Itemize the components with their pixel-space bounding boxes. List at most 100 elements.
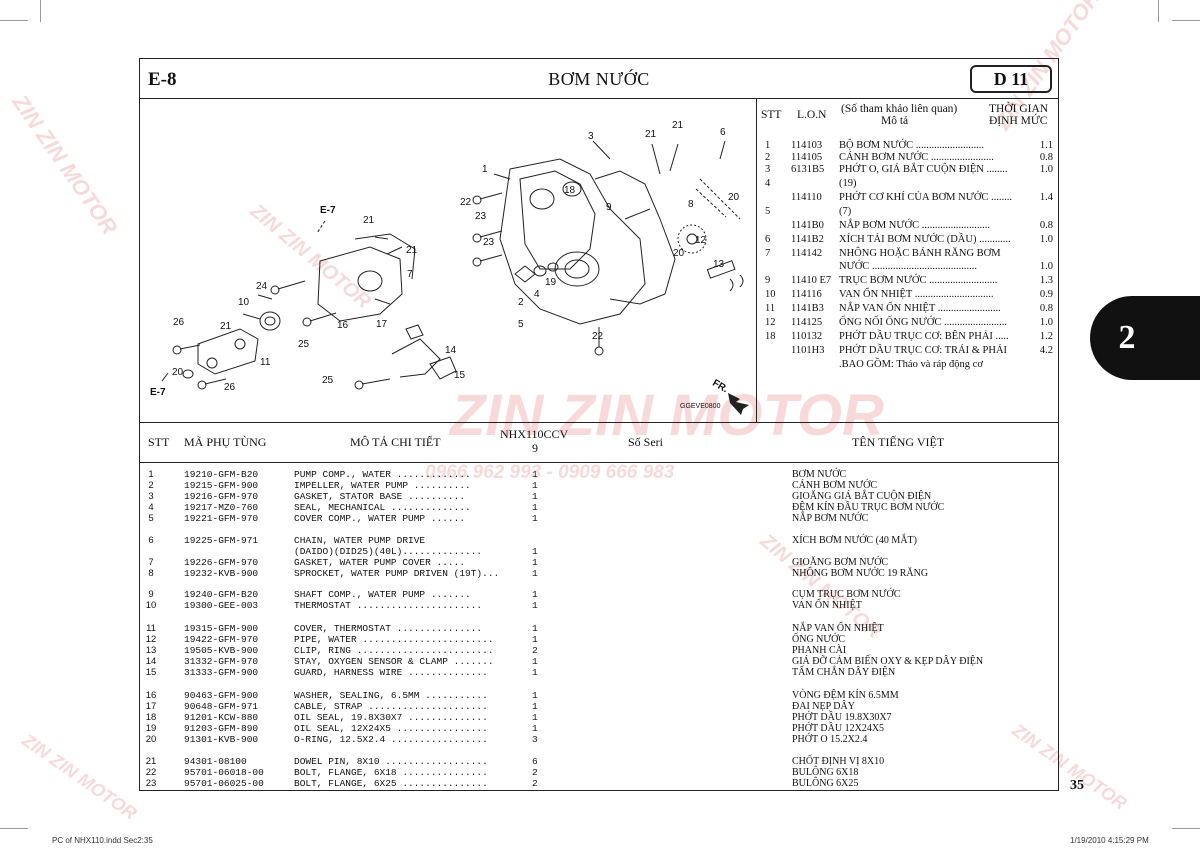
callout-label: 21 (406, 245, 418, 256)
ref-time: 0.8 (1039, 303, 1053, 314)
ref-lon: 114116 (791, 289, 822, 300)
cell-part-number: 19217-MZ0-760 (184, 502, 259, 513)
cell-quantity: 1 (532, 600, 538, 611)
cell-stt: 7 (148, 557, 154, 568)
cell-vietnamese-name: VÒNG ĐỆM KÍN 6.5MM (792, 690, 899, 701)
cell-quantity: 1 (532, 667, 538, 678)
ref-time: 0.8 (1039, 152, 1053, 163)
callout-label: 17 (376, 319, 388, 330)
cell-description: BOLT, FLANGE, 6X25 ............... (294, 778, 488, 789)
cell-quantity: 1 (532, 480, 538, 491)
ref-stt: 1 (765, 140, 771, 151)
cell-quantity: 6 (532, 756, 538, 767)
cell-vietnamese-name: NẮP BƠM NƯỚC (792, 513, 869, 524)
ref-time: 0.9 (1039, 289, 1053, 300)
cell-stt: 22 (145, 767, 157, 778)
cell-stt: 6 (148, 535, 154, 546)
cell-stt: 5 (148, 513, 154, 524)
col-header-model-sub: 9 (532, 441, 538, 455)
cell-stt: 18 (145, 712, 157, 723)
group-badge: D 11 (970, 65, 1052, 93)
cell-stt: 4 (148, 502, 154, 513)
cell-description: IMPELLER, WATER PUMP .......... (294, 480, 471, 491)
cell-stt: 16 (145, 690, 157, 701)
cell-description: COVER, THERMOSTAT ............... (294, 623, 483, 634)
cell-vietnamese-name: PHỚT DẦU 19.8X30X7 (792, 712, 892, 723)
cell-part-number: 91201-KCW-880 (184, 712, 259, 723)
cell-quantity: 2 (532, 645, 538, 656)
ref-lon: 114103 (791, 140, 823, 151)
cell-stt: 20 (145, 734, 157, 745)
col-header-vn-name: TÊN TIẾNG VIỆT (852, 435, 945, 449)
ref-desc: XÍCH TẢI BƠM NƯỚC (DẦU) ............ (839, 234, 1011, 245)
callout-label: 5 (518, 319, 524, 330)
ref-stt: 12 (765, 317, 776, 328)
callout-label: 20 (728, 192, 740, 203)
cell-part-number: 95701-06025-00 (184, 778, 264, 789)
cell-quantity: 1 (532, 723, 538, 734)
callout-label: 6 (720, 127, 726, 138)
col-header-stt: STT (148, 435, 170, 449)
exploded-diagram: 1 2 3 4 5 6 7 8 9 10 11 12 13 14 15 16 1… (140, 99, 757, 423)
ref-lon: 1141B2 (791, 234, 824, 245)
callout-label: 13 (713, 259, 725, 270)
cell-part-number: 19216-GFM-970 (184, 491, 259, 502)
cell-description: CLIP, RING ........................ (294, 645, 494, 656)
page-title: BƠM NƯỚC (548, 69, 650, 89)
ref-stt: 10 (765, 289, 776, 300)
table-row: 23 95701-06025-00 BOLT, FLANGE, 6X25 .....… (140, 778, 1058, 789)
table-row: 18 91201-KCW-880 OIL SEAL, 19.8X30X7 .....… (140, 712, 1058, 723)
cell-description: PIPE, WATER ....................... (294, 634, 494, 645)
ref-desc: PHỚT O, GIÁ BẮT CUỘN ĐIỆN ........ (839, 164, 1008, 175)
cell-vietnamese-name: NẮP VAN ỔN NHIỆT (792, 623, 884, 634)
cell-stt: 23 (145, 778, 157, 789)
callout-label: 24 (256, 281, 268, 292)
callout-label: 3 (588, 131, 594, 142)
cell-part-number: 19505-KVB-900 (184, 645, 259, 656)
cell-vietnamese-name: PHỚT O 15.2X2.4 (792, 734, 868, 745)
cell-stt: 21 (145, 756, 157, 767)
cell-vietnamese-name: CÁNH BƠM NƯỚC (792, 480, 877, 491)
ref-time: 1.0 (1039, 234, 1053, 245)
callout-label: 21 (363, 215, 375, 226)
callout-label: 7 (407, 269, 413, 280)
crop-mark (0, 20, 28, 21)
callout-label: 20 (673, 248, 685, 259)
ref-header-lon: L.O.N (797, 109, 827, 121)
cell-description: OIL SEAL, 19.8X30X7 .............. (294, 712, 488, 723)
ref-desc: PHỚT CƠ KHÍ CỦA BƠM NƯỚC ........ (839, 192, 1013, 203)
callout-label: 10 (238, 297, 250, 308)
ref-stt: 18 (765, 331, 776, 342)
callout-label: 1 (482, 164, 488, 175)
cell-description: BOLT, FLANGE, 6X18 ............... (294, 767, 488, 778)
cell-vietnamese-name: TẤM CHẮN DÂY ĐIỆN (792, 667, 896, 678)
cell-description: GASKET, STATOR BASE .......... (294, 491, 466, 502)
ref-lon: 110132 (791, 331, 823, 342)
cell-part-number: 31332-GFM-970 (184, 656, 259, 667)
cell-description: COVER COMP., WATER PUMP ...... (294, 513, 466, 524)
callout-label: 18 (564, 185, 576, 196)
ref-desc: (19) (839, 178, 857, 189)
cell-vietnamese-name: ĐAI NẸP DÂY (792, 701, 855, 712)
callout-label: 12 (695, 235, 707, 246)
ref-header-time: ĐỊNH MỨC (989, 115, 1048, 127)
ref-time: 1.4 (1039, 192, 1053, 203)
ref-desc: CÁNH BƠM NƯỚC ........................ (839, 152, 994, 163)
ref-lon: 1141B0 (791, 220, 824, 231)
cell-description: CABLE, STRAP ..................... (294, 701, 488, 712)
callout-label: 25 (322, 375, 334, 386)
ref-desc: BỘ BƠM NƯỚC .......................... (839, 140, 984, 151)
ref-desc: (7) (839, 206, 852, 217)
crop-mark (0, 828, 28, 829)
cell-quantity: 1 (532, 690, 538, 701)
ref-stt: 5 (765, 206, 771, 217)
callout-label: 11 (260, 357, 271, 368)
section-code: E-8 (148, 69, 177, 90)
